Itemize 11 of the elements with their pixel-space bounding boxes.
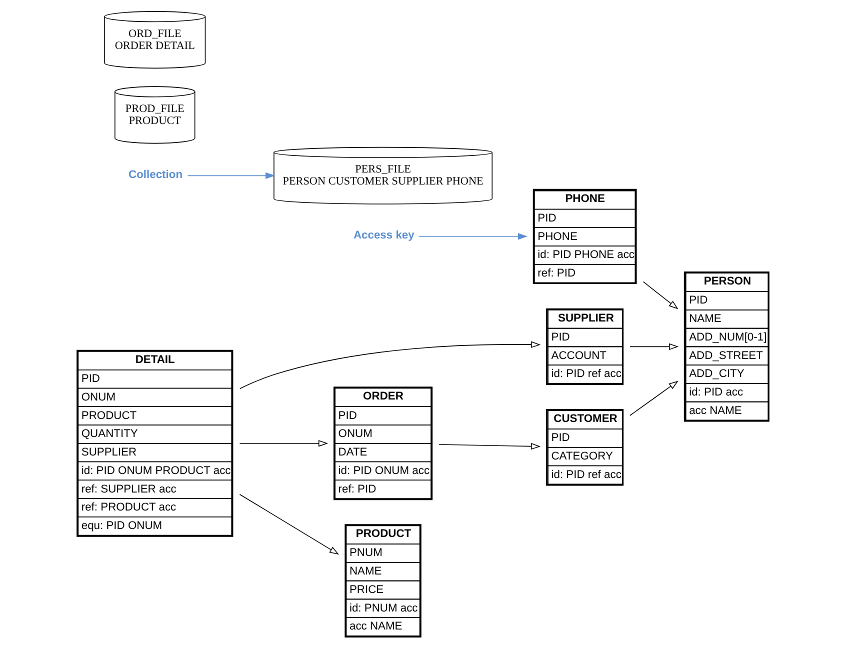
arrow [418, 233, 528, 240]
arrow [642, 281, 678, 310]
arrow [630, 380, 678, 416]
arrow [239, 440, 328, 447]
arrow [630, 343, 679, 350]
arrow [187, 172, 276, 180]
node-text: Collection [128, 168, 183, 181]
arrow [438, 442, 541, 450]
arrow [239, 341, 541, 390]
node-text: Access key [353, 230, 414, 242]
arrow [239, 494, 340, 555]
